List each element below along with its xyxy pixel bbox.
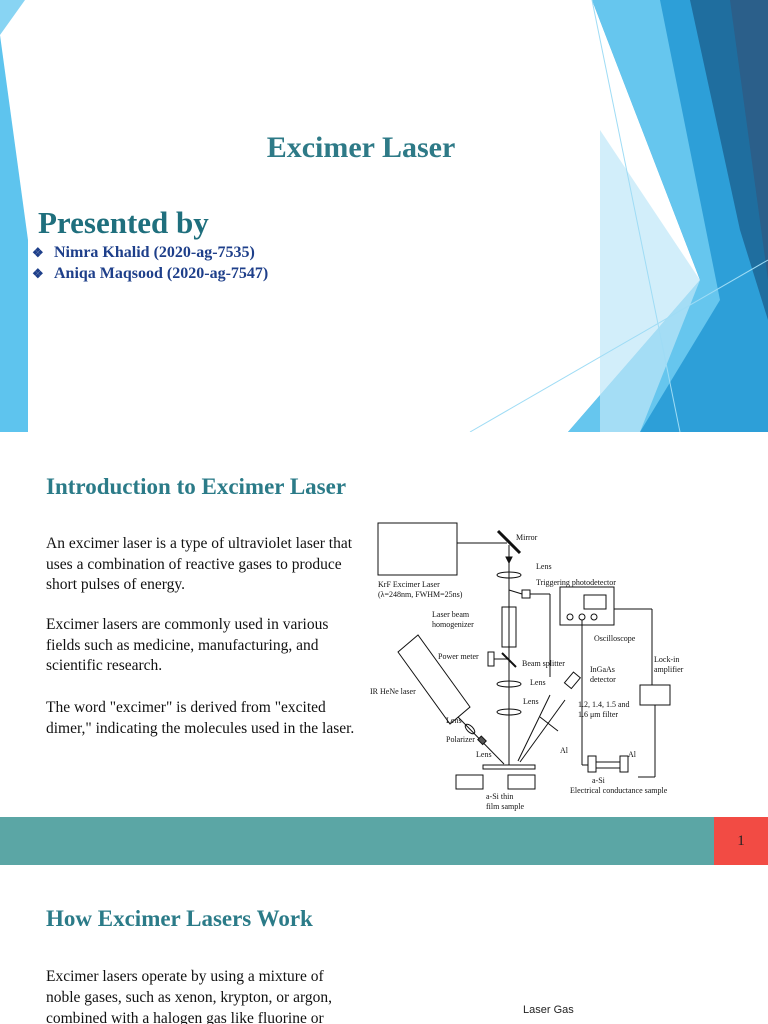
label-asi-film: a-Si thin [486, 792, 513, 801]
presenter-name: Aniqa Maqsood (2020-ag-7547) [54, 265, 269, 282]
presenter-name: Nimra Khalid (2020-ag-7535) [54, 244, 255, 261]
label-asi-film: film sample [486, 802, 524, 811]
paragraph: Excimer lasers are commonly used in vari… [46, 616, 329, 674]
introduction-slide: Introduction to Excimer Laser An excimer… [0, 432, 768, 866]
label-beam-splitter: Beam splitter [522, 659, 565, 668]
label-polarizer: Polarizer [446, 735, 475, 744]
label-ingaas: InGaAs [590, 665, 615, 674]
label-homogenizer: Laser beam [432, 610, 470, 619]
label-lockin: Lock-in [654, 655, 679, 664]
label-ir-hene: IR HeNe laser [370, 687, 416, 696]
presenter-item: ❖ Nimra Khalid (2020-ag-7535) [32, 244, 268, 262]
presenter-list: ❖ Nimra Khalid (2020-ag-7535) ❖ Aniqa Ma… [32, 244, 268, 286]
paragraph-line: Excimer lasers operate by using a mixtur… [46, 968, 324, 985]
label-krf-laser: KrF Excimer Laser [378, 580, 440, 589]
label-oscilloscope: Oscilloscope [594, 634, 636, 643]
slide-heading: How Excimer Lasers Work [46, 906, 313, 931]
decorative-geometric-shapes [0, 0, 768, 432]
label-ingaas: detector [590, 675, 616, 684]
slide-title: Excimer Laser [266, 131, 456, 164]
label-power-meter: Power meter [438, 652, 479, 661]
excimer-laser-setup-diagram: Mirror Lens KrF Excimer Laser (λ=248nm, … [370, 522, 684, 811]
label-asi: a-Si [592, 776, 606, 785]
label-filter: 1.6 μm filter [578, 710, 618, 719]
label-lockin: amplifier [654, 665, 684, 674]
label-lens: Lens [536, 562, 552, 571]
paragraph: An excimer laser is a type of ultraviole… [46, 535, 353, 593]
figure-label: Laser Gas [523, 1004, 574, 1016]
presented-by-heading: Presented by [38, 205, 209, 240]
presenter-item: ❖ Aniqa Maqsood (2020-ag-7547) [32, 265, 268, 283]
slide-heading: Introduction to Excimer Laser [46, 474, 347, 499]
label-conductance: Electrical conductance sample [570, 786, 668, 795]
title-slide: Excimer Laser Presented by ❖ Nimra Khali… [0, 0, 768, 432]
label-homogenizer: homogenizer [432, 620, 474, 629]
paragraph-line: noble gases, such as xenon, krypton, or … [46, 989, 332, 1006]
diamond-bullet-icon: ❖ [32, 245, 44, 260]
label-lens: Lens [523, 697, 539, 706]
paragraph-line: combined with a halogen gas like fluorin… [46, 1010, 324, 1024]
label-al: Al [628, 750, 637, 759]
label-lens: Lens [446, 716, 462, 725]
label-lens: Lens [530, 678, 546, 687]
label-krf-spec: (λ=248nm, FWHM=25ns) [378, 590, 463, 599]
label-trigger: Triggering photodetector [536, 578, 616, 587]
label-filter: 1.2, 1.4, 1.5 and [578, 700, 630, 709]
label-mirror: Mirror [516, 533, 538, 542]
diamond-bullet-icon: ❖ [32, 266, 44, 281]
how-it-works-slide: How Excimer Lasers Work Excimer lasers o… [0, 866, 768, 1024]
paragraph: The word "excimer" is derived from "exci… [46, 699, 355, 737]
label-al: Al [560, 746, 569, 755]
page-number: 1 [714, 817, 768, 865]
slide-footer-bar [0, 817, 714, 865]
label-lens: Lens [476, 750, 492, 759]
